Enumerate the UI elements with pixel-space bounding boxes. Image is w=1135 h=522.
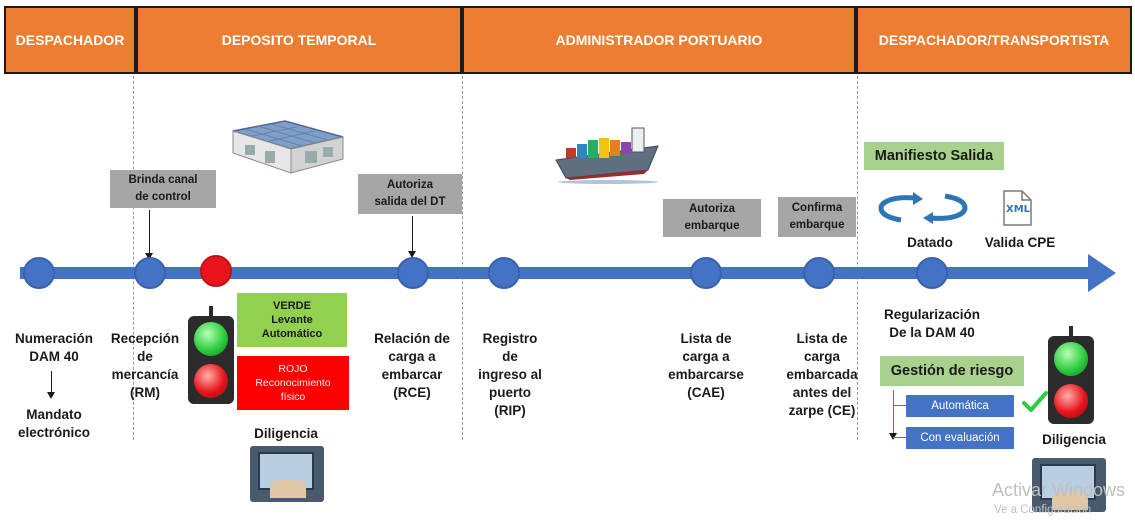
callout-confirma-embarque: Confirma embarque <box>778 197 856 237</box>
manifiesto-salida-label: Manifiesto Salida <box>864 142 1004 170</box>
diligencia-label-2: Diligencia <box>1042 432 1106 447</box>
separator-3 <box>857 76 858 440</box>
step-recepcion: Recepción de mercancía (RM) <box>110 331 180 400</box>
riesgo-automatica: Automática <box>906 395 1014 417</box>
xml-label: XML <box>1006 204 1031 215</box>
header-despachador-transportista: DESPACHADOR/TRANSPORTISTA <box>856 6 1132 74</box>
callout-autoriza-embarque: Autoriza embarque <box>663 199 761 237</box>
canal-verde-box: VERDE Levante Automático <box>237 293 347 347</box>
valida-cpe-label: Valida CPE <box>984 235 1056 250</box>
separator-1 <box>133 76 134 440</box>
header-deposito-temporal: DEPOSITO TEMPORAL <box>136 6 462 74</box>
arrow-brinda <box>145 210 153 260</box>
arrow-autoriza-dt <box>408 216 416 258</box>
node-canal-control <box>200 255 232 287</box>
diligencia-photo-1 <box>250 446 324 502</box>
timeline-arrowhead <box>1088 254 1116 292</box>
node-numeracion <box>23 257 55 289</box>
header-despachador: DESPACHADOR <box>4 6 136 74</box>
diligencia-label-1: Diligencia <box>254 426 318 441</box>
separator-2 <box>462 76 463 440</box>
step-mandato: Mandato electrónico <box>17 407 91 440</box>
canal-rojo-box: ROJO Reconocimiento físico <box>237 356 349 410</box>
step-lista-cae: Lista de carga a embarcarse (CAE) <box>668 331 744 400</box>
tree-branch-1 <box>893 405 907 406</box>
xml-file-icon: XML <box>1000 190 1034 226</box>
header-administrador-portuario: ADMINISTRADOR PORTUARIO <box>462 6 856 74</box>
node-regularizacion <box>916 257 948 289</box>
watermark-line-2: Ve a Configuración <box>994 504 1092 516</box>
datado-label: Datado <box>907 235 953 250</box>
checkmark-icon <box>1022 391 1048 412</box>
step-numeracion: Numeración DAM 40 <box>14 331 94 364</box>
tree-line <box>889 390 897 440</box>
traffic-light-icon-2 <box>1048 326 1094 424</box>
node-lista-cae <box>690 257 722 289</box>
cycle-arrows-icon <box>878 192 968 224</box>
warehouse-icon <box>232 120 344 174</box>
diligencia-photo-2 <box>1032 458 1106 512</box>
callout-brinda-canal: Brinda canal de control <box>110 170 216 208</box>
step-registro: Registro de ingreso al puerto (RIP) <box>478 331 542 418</box>
node-recepcion <box>134 257 166 289</box>
step-relacion: Relación de carga a embarcar (RCE) <box>374 331 450 400</box>
gestion-riesgo-label: Gestión de riesgo <box>880 356 1024 386</box>
traffic-light-icon <box>188 306 234 404</box>
tree-branch-2 <box>893 437 907 438</box>
step-regularizacion: Regularización De la DAM 40 <box>883 307 981 340</box>
riesgo-con-evaluacion: Con evaluación <box>906 427 1014 449</box>
step-lista-ce: Lista de carga embarcada antes del zarpe… <box>786 331 858 418</box>
callout-autoriza-dt: Autoriza salida del DT <box>358 174 462 214</box>
ship-icon <box>555 127 659 184</box>
node-registro <box>488 257 520 289</box>
arrow-numeracion <box>47 371 55 399</box>
watermark-line-1: Activar Windows <box>992 480 1126 500</box>
node-lista-ce <box>803 257 835 289</box>
node-relacion <box>397 257 429 289</box>
